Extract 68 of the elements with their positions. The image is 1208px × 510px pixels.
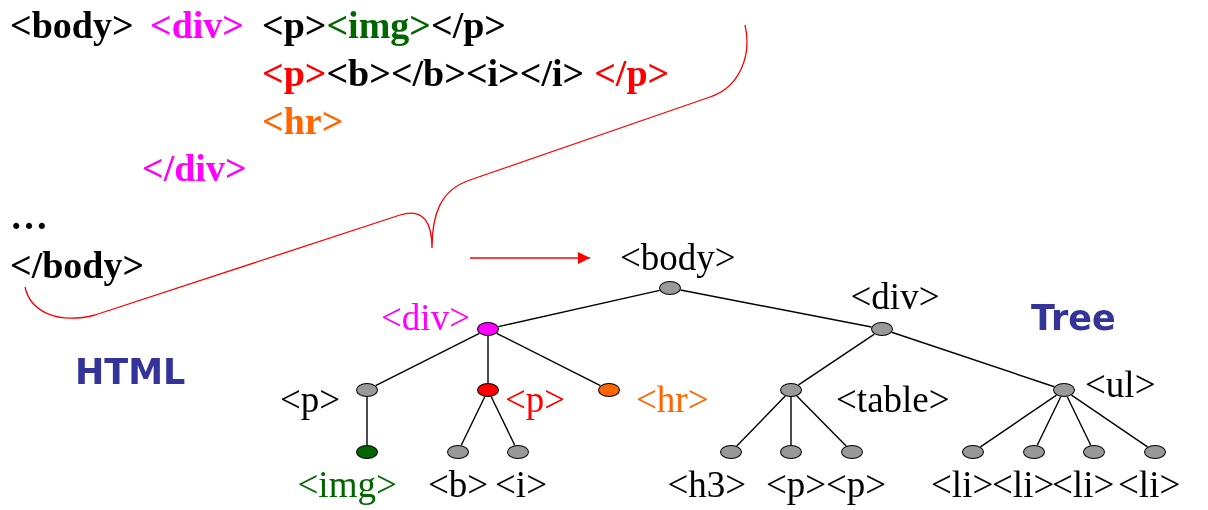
tree-node-dot bbox=[356, 383, 378, 397]
tree-branch-line bbox=[1066, 396, 1092, 446]
code-text: </p> bbox=[431, 5, 506, 45]
tree-node-dot bbox=[477, 322, 499, 336]
code-text: </div> bbox=[142, 148, 247, 188]
tree-node-dot bbox=[780, 445, 802, 459]
tag-label: <body> bbox=[620, 239, 736, 277]
tree-branch-line bbox=[736, 395, 786, 447]
code-text: <img> bbox=[326, 5, 431, 45]
tag-label: <p> bbox=[280, 381, 341, 419]
tree-node-dot bbox=[477, 383, 499, 397]
tree-node-dot bbox=[598, 383, 620, 397]
tag-label: <p> bbox=[505, 381, 566, 419]
tree-branch-line bbox=[487, 335, 489, 384]
tree-node-dot bbox=[447, 445, 469, 459]
tag-label: <div> bbox=[850, 278, 940, 316]
tag-label: <table> bbox=[836, 381, 950, 419]
code-text: <hr> bbox=[262, 101, 344, 141]
tree-node-dot bbox=[871, 322, 893, 336]
tag-label: <i> bbox=[495, 466, 547, 504]
tree-branch-line bbox=[497, 289, 661, 328]
tag-label: <b> bbox=[428, 466, 489, 504]
tag-label: <li> bbox=[1118, 466, 1181, 504]
tag-label: <img> bbox=[297, 466, 397, 504]
tree-node-dot bbox=[659, 281, 681, 295]
code-text: <p> bbox=[262, 53, 327, 93]
tag-label: <p> bbox=[826, 466, 887, 504]
code-text: <div> bbox=[150, 5, 244, 45]
tree-node-dot bbox=[1053, 383, 1075, 397]
tree-branch-line bbox=[374, 332, 481, 387]
tree-node-dot bbox=[1144, 445, 1166, 459]
tree-branch-line bbox=[490, 396, 516, 446]
code-text: <b></b><i></i> bbox=[326, 53, 585, 93]
tag-label: <li> bbox=[992, 466, 1055, 504]
tag-label: <p> bbox=[766, 466, 827, 504]
arrow bbox=[469, 252, 591, 264]
tree-branch-line bbox=[790, 396, 792, 446]
tree-node-dot bbox=[1083, 445, 1105, 459]
tag-label: <ul> bbox=[1085, 366, 1156, 404]
tag-label: <h3> bbox=[667, 466, 747, 504]
tree-branch-line bbox=[797, 333, 876, 386]
tag-label: <li> bbox=[931, 466, 994, 504]
code-text: … bbox=[10, 196, 48, 236]
tag-label: <hr> bbox=[636, 381, 709, 419]
tree-node-dot bbox=[356, 445, 378, 459]
code-text: </body> bbox=[10, 245, 145, 285]
caption-text: HTML bbox=[75, 352, 186, 392]
code-text: </p> bbox=[594, 53, 670, 93]
tree-node-dot bbox=[780, 383, 802, 397]
tag-label: <li> bbox=[1052, 466, 1115, 504]
tree-node-dot bbox=[1023, 445, 1045, 459]
tree-branch-line bbox=[460, 396, 486, 446]
tree-branch-line bbox=[1036, 396, 1062, 446]
tree-branch-line bbox=[366, 396, 368, 446]
tree-branch-line bbox=[891, 331, 1055, 388]
tree-node-dot bbox=[507, 445, 529, 459]
caption-text: Tree bbox=[1031, 298, 1116, 338]
tree-node-dot bbox=[720, 445, 742, 459]
tag-label: <div> bbox=[381, 299, 470, 337]
tree-node-dot bbox=[841, 445, 863, 459]
tree-branch-line bbox=[679, 289, 873, 328]
code-text: <body> bbox=[10, 5, 134, 45]
tree-branch-line bbox=[796, 395, 847, 447]
tree-branch-line bbox=[495, 332, 602, 387]
tree-node-dot bbox=[962, 445, 984, 459]
code-text: <p> bbox=[262, 5, 327, 45]
tree-branch-line bbox=[979, 394, 1058, 448]
tree-branch-line bbox=[1070, 394, 1149, 448]
